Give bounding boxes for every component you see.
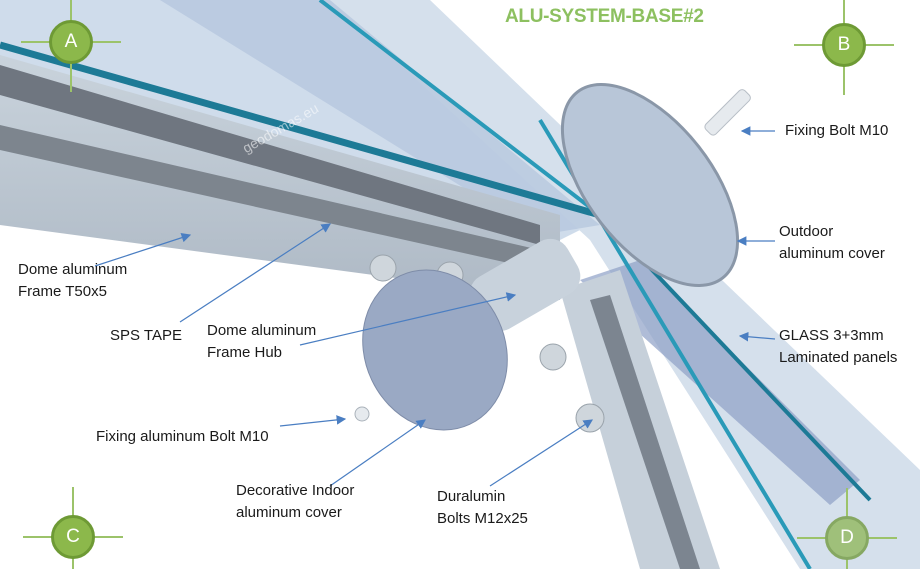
label-fixing-alu-bolt: Fixing aluminum Bolt M10 — [96, 428, 269, 445]
label-line: Dome aluminum — [18, 261, 128, 278]
label-line: aluminum cover — [236, 504, 342, 521]
outdoor-cover — [560, 82, 740, 288]
label-line: GLASS 3+3mm — [779, 327, 884, 344]
label-fixing-bolt: Fixing Bolt M10 — [785, 122, 889, 139]
marker-a: A — [21, 0, 121, 92]
indoor-cover — [362, 269, 508, 431]
label-line: Frame T50x5 — [18, 283, 107, 300]
label-line: Decorative Indoor — [236, 482, 355, 499]
marker-b: B — [794, 0, 894, 95]
marker-d: D — [797, 488, 897, 569]
label-line: Frame Hub — [207, 344, 283, 361]
label-sps-tape: SPS TAPE — [110, 327, 182, 344]
label-indoor-cover: Decorative Indoor aluminum cover — [236, 480, 354, 524]
label-line: Dome aluminum — [207, 322, 317, 339]
callout-arrows — [94, 126, 776, 487]
label-outdoor-cover: Outdoor aluminum cover — [779, 221, 885, 265]
label-line: aluminum cover — [779, 245, 885, 262]
diagram-title: ALU-SYSTEM-BASE#2 — [505, 6, 704, 27]
label-line: Outdoor — [779, 223, 834, 240]
label-line: Laminated panels — [779, 349, 898, 366]
label-line: Bolts M12x25 — [437, 510, 528, 527]
label-line: Duralumin — [437, 488, 506, 505]
marker-c: C — [23, 487, 123, 569]
